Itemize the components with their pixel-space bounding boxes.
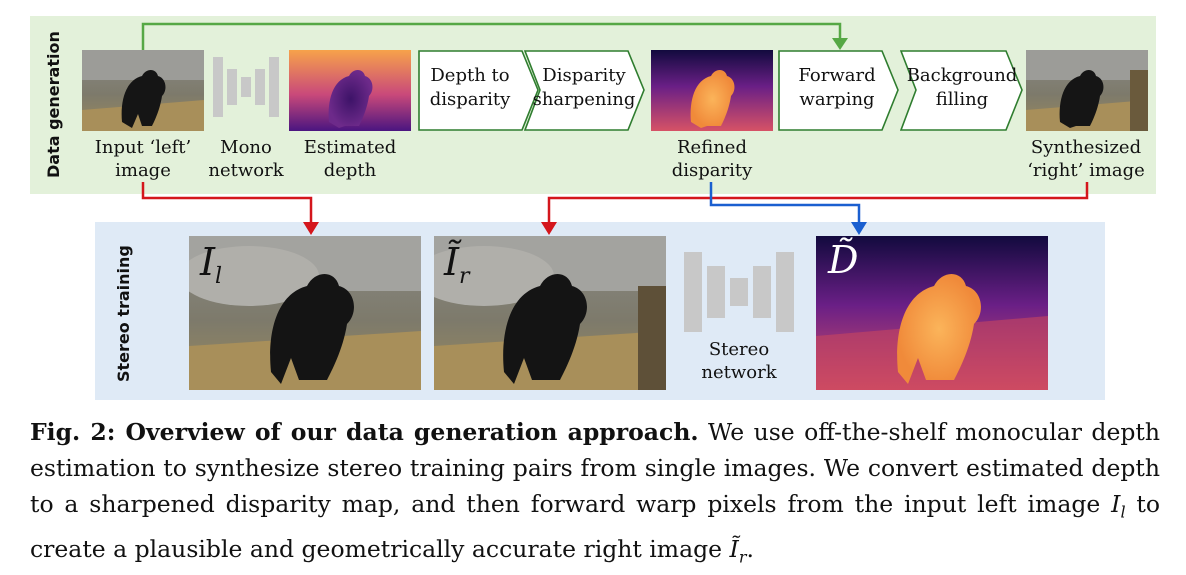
step-background-filling: Background filling	[900, 50, 1024, 131]
red-arrow-left	[141, 182, 313, 224]
label-i-r-main: Ĩ	[444, 240, 460, 284]
caption-estimated-depth: Estimated depth	[303, 137, 397, 181]
estimated-depth-image	[289, 50, 411, 131]
input-left-image	[82, 50, 204, 131]
train-left-image	[189, 236, 421, 390]
label-i-r-sub: r	[459, 264, 470, 289]
synthesized-right-image	[1026, 50, 1148, 131]
green-arrowhead	[832, 38, 848, 50]
step-disparity-sharpening-label: Disparity sharpening	[532, 65, 636, 110]
stereo-network-icon	[684, 252, 794, 332]
label-i-l-sub: l	[215, 264, 223, 289]
caption-text-2: to create a plausible and geometrically …	[30, 490, 1160, 563]
step-forward-warping-label: Forward warping	[798, 65, 876, 110]
green-arrow	[141, 22, 842, 50]
label-i-l: Il	[200, 240, 222, 289]
caption-mono-network: Mono network	[208, 137, 284, 181]
label-d: D̃	[828, 238, 859, 282]
caption-stereo-network: Stereo network	[701, 339, 777, 383]
caption-refined-disparity: Refined disparity	[671, 137, 753, 181]
caption-text-1: We use off-the-shelf monocular depth est…	[30, 418, 1160, 518]
train-right-image	[434, 236, 666, 390]
caption-symbol-2-sub: r	[738, 547, 747, 567]
caption-symbol-2: Ĩ	[729, 534, 739, 563]
step-forward-warping: Forward warping	[778, 50, 900, 131]
label-i-r: Ĩr	[444, 240, 470, 289]
connector-arrows	[141, 22, 1089, 235]
caption-input-left: Input ‘left’ image	[94, 137, 192, 181]
step-background-filling-label: Background filling	[906, 65, 1018, 110]
red-arrow-right	[547, 182, 1089, 224]
label-i-l-main: I	[200, 240, 216, 284]
caption-symbol-1-sub: l	[1120, 502, 1126, 522]
train-disparity-image	[816, 236, 1048, 390]
mono-network-icon	[213, 57, 279, 117]
refined-disparity-image	[651, 50, 773, 131]
caption-bold: Fig. 2: Overview of our data generation …	[30, 418, 699, 446]
caption-synthesized-right: Synthesized ‘right’ image	[1027, 137, 1145, 181]
blue-arrowhead	[851, 222, 867, 235]
step-depth-to-disparity: Depth to disparity	[418, 50, 540, 131]
caption-text-3: .	[746, 534, 754, 563]
step-depth-to-disparity-label: Depth to disparity	[429, 65, 511, 110]
red-arrowhead-left	[303, 222, 319, 235]
blue-arrow	[709, 182, 861, 224]
figure-caption: Fig. 2: Overview of our data generation …	[30, 414, 1160, 575]
caption-symbol-1: I	[1111, 490, 1121, 518]
red-arrowhead-right	[541, 222, 557, 235]
step-disparity-sharpening: Disparity sharpening	[524, 50, 646, 131]
